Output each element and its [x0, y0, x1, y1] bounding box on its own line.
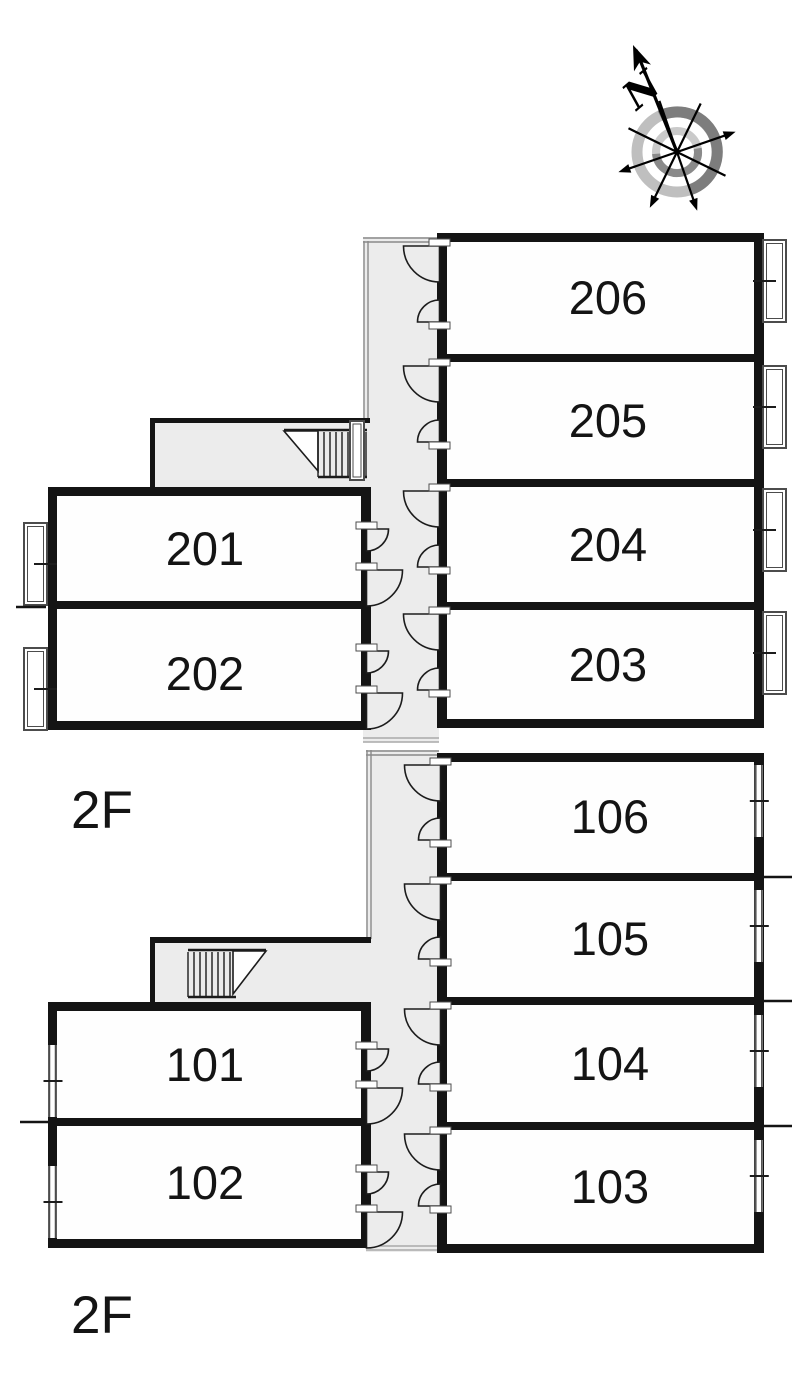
room-205	[447, 362, 754, 479]
room-206	[447, 242, 754, 354]
room-label-202: 202	[166, 647, 244, 700]
room-203	[447, 610, 754, 719]
room-103	[447, 1130, 754, 1244]
stairs-icon	[187, 948, 268, 999]
room-201	[57, 496, 361, 601]
room-label-102: 102	[166, 1156, 244, 1209]
room-label-106: 106	[571, 790, 649, 843]
floor-label-lower: 2F	[71, 1286, 133, 1345]
room-label-203: 203	[569, 638, 647, 691]
room-202	[57, 609, 361, 721]
room-label-105: 105	[571, 912, 649, 965]
north-arrow-icon	[634, 49, 679, 153]
room-label-103: 103	[571, 1160, 649, 1213]
compass-rose-icon: N	[613, 45, 736, 211]
upper-wing: 206 205 204 203 201 202 2F	[16, 233, 787, 840]
room-106	[447, 762, 754, 873]
window-icon	[349, 420, 365, 481]
room-101	[57, 1011, 361, 1118]
room-label-104: 104	[571, 1037, 649, 1090]
room-label-204: 204	[569, 518, 647, 571]
room-102	[57, 1126, 361, 1239]
room-105	[447, 881, 754, 997]
room-label-201: 201	[166, 522, 244, 575]
room-label-206: 206	[569, 271, 647, 324]
room-104	[447, 1005, 754, 1122]
north-arrowhead-icon	[633, 45, 651, 72]
floor-label-upper: 2F	[71, 781, 133, 840]
room-label-205: 205	[569, 394, 647, 447]
room-204	[447, 487, 754, 602]
lower-wing: 106 105 104 103 101 102 2F	[20, 750, 792, 1345]
lower-stair-landing	[152, 939, 366, 1002]
room-label-101: 101	[166, 1038, 244, 1091]
